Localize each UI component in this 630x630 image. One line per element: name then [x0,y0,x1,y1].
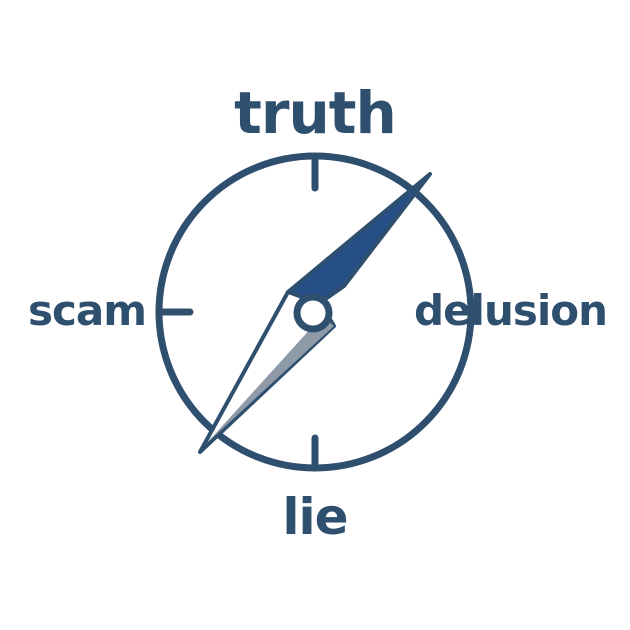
needle-dark-half [286,172,432,306]
compass-label-east: delusion [414,286,608,335]
compass-label-south: lie [282,488,348,546]
compass-pivot [293,293,333,333]
compass-label-north: truth [234,79,397,147]
compass-label-west: scam [28,286,147,335]
needle-light-shade [206,316,334,444]
